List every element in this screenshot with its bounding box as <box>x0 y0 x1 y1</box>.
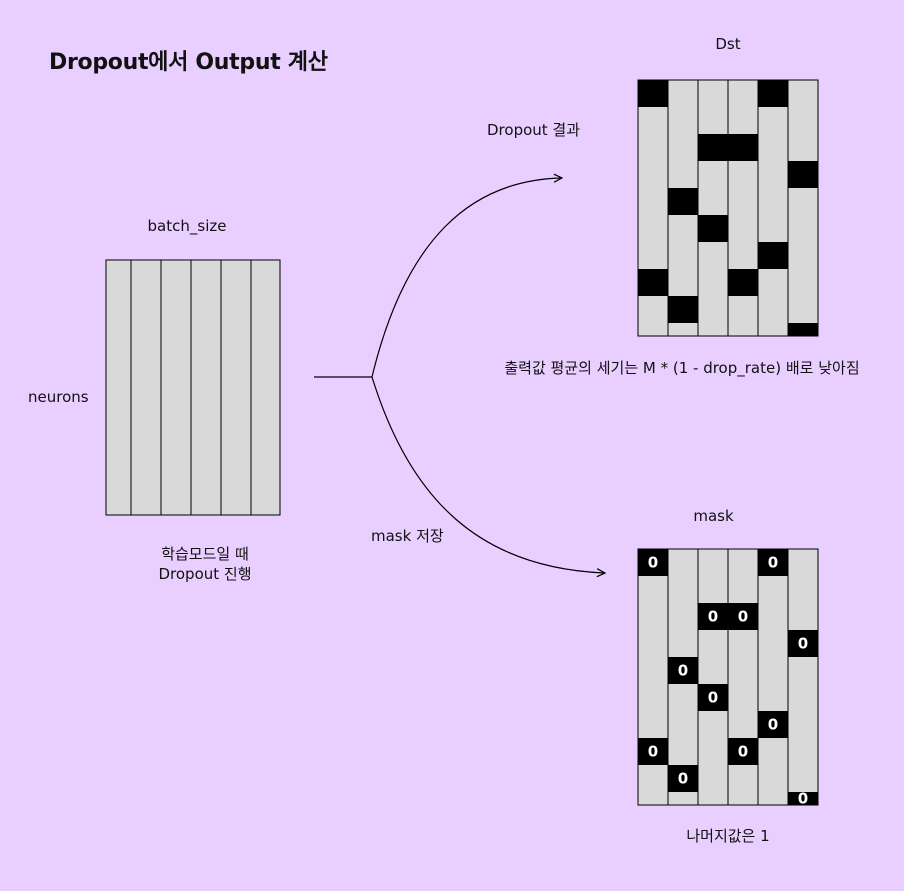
dst-matrix-dropped-cell <box>668 296 698 323</box>
mask-matrix-dropped-cell <box>638 738 668 765</box>
mask-matrix: 0 0 0 0 0 0 0 0 0 0 0 0 <box>637 548 819 808</box>
mask-save-label: mask 저장 <box>371 527 444 545</box>
mask-matrix-zero-value: 0 <box>738 608 748 626</box>
dst-matrix-dropped-cell <box>638 80 668 107</box>
mask-matrix-dropped-cell <box>698 684 728 711</box>
mask-matrix-zero-value: 0 <box>768 554 778 572</box>
mask-matrix-zero-value: 0 <box>738 743 748 761</box>
mask-matrix-border <box>637 548 819 806</box>
mask-matrix-zero-value: 0 <box>708 608 718 626</box>
mask-matrix-dropped-cell <box>788 792 818 805</box>
input-matrix-body <box>105 259 281 516</box>
dst-label: Dst <box>715 35 741 53</box>
neurons-label: neurons <box>28 388 89 406</box>
dropout-result-label: Dropout 결과 <box>487 121 581 139</box>
input-matrix <box>105 259 281 516</box>
dst-matrix-dropped-cell <box>728 269 758 296</box>
dst-matrix-dropped-cell <box>758 80 788 107</box>
dst-matrix-dropped-cell <box>638 269 668 296</box>
page-title: Dropout에서 Output 계산 <box>49 50 328 75</box>
dst-matrix-dropped-cell <box>698 134 728 161</box>
mask-matrix-zero-value: 0 <box>768 716 778 734</box>
mask-matrix-dropped-cell <box>638 549 668 576</box>
mask-matrix-dropped-cell <box>788 630 818 657</box>
mask-matrix-dropped-cell <box>758 549 788 576</box>
dst-matrix-dropped-cell <box>788 323 818 336</box>
mask-matrix-dropped-cell <box>668 657 698 684</box>
mask-matrix-dropped-cell <box>698 603 728 630</box>
mask-matrix-zero-value: 0 <box>648 743 658 761</box>
train-mode-label-line1: 학습모드일 때 <box>161 545 249 563</box>
dst-matrix-dropped-cell <box>758 242 788 269</box>
mask-matrix-dropped-cell <box>728 603 758 630</box>
dst-matrix-dropped-cell <box>668 188 698 215</box>
mask-matrix-zero-value: 0 <box>798 635 808 653</box>
output-note: 출력값 평균의 세기는 M * (1 - drop_rate) 배로 낮아짐 <box>504 359 860 377</box>
mask-matrix-dropped-cell <box>728 738 758 765</box>
mask-matrix-zero-value: 0 <box>678 770 688 788</box>
dst-matrix-dropped-cell <box>728 134 758 161</box>
mask-matrix-zero-value: 0 <box>798 790 808 808</box>
dst-matrix <box>637 79 819 337</box>
mask-label: mask <box>693 507 734 525</box>
rest-values-note: 나머지값은 1 <box>686 827 770 845</box>
mask-matrix-zero-value: 0 <box>678 662 688 680</box>
batch-size-label: batch_size <box>147 217 227 235</box>
dst-matrix-border <box>637 79 819 337</box>
train-mode-label-line2: Dropout 진행 <box>158 565 252 583</box>
mask-matrix-zero-value: 0 <box>648 554 658 572</box>
dst-matrix-dropped-cell <box>698 215 728 242</box>
dst-matrix-dropped-cell <box>788 161 818 188</box>
branch-arrows <box>314 178 605 573</box>
mask-matrix-dropped-cell <box>758 711 788 738</box>
arrow-to-mask <box>371 376 605 573</box>
mask-matrix-dropped-cell <box>668 765 698 792</box>
mask-matrix-zero-value: 0 <box>708 689 718 707</box>
arrow-to-dst <box>371 178 562 378</box>
